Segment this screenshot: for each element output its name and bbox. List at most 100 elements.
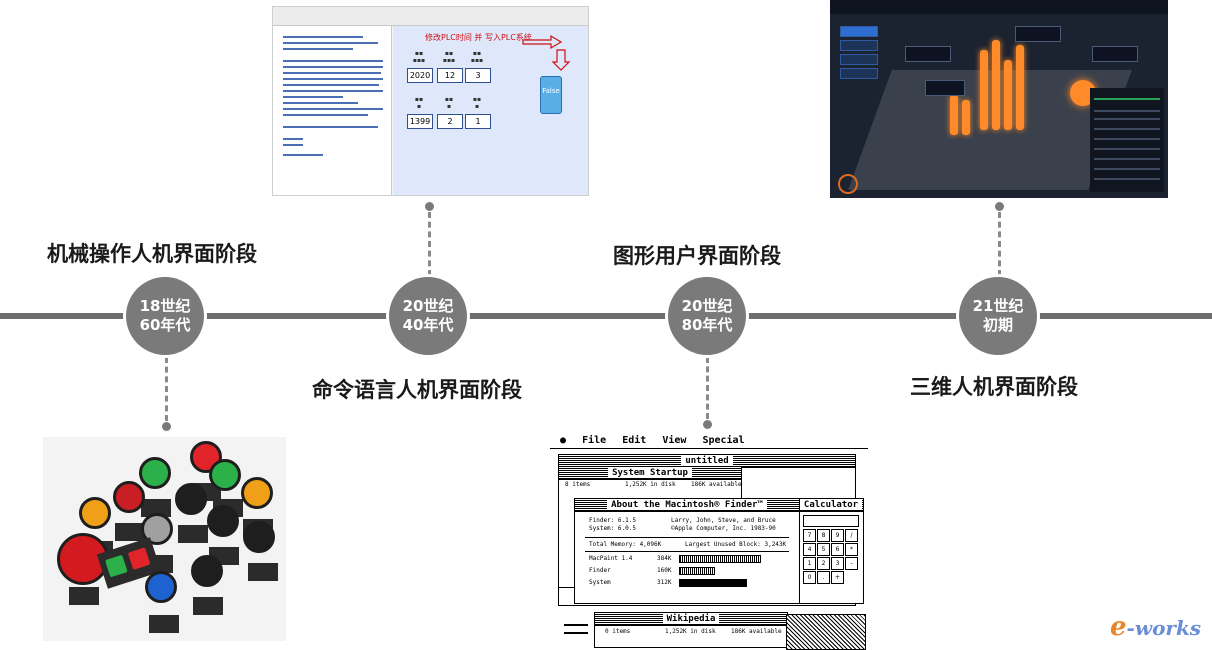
desktop-pattern — [786, 614, 866, 650]
hmi-panel: 修改PLC时间 并 写入PLC系统 ▪▪▪▪▪ ▪▪▪▪▪ ▪▪▪▪▪ 2020… — [393, 26, 588, 195]
black-button — [243, 521, 275, 553]
largest-block: Largest Unused Block: 3,243K — [685, 541, 787, 548]
logo-e: e — [1110, 612, 1127, 642]
menu-view: View — [662, 435, 687, 446]
value-box: 12 — [437, 68, 463, 83]
app-size: 384K — [657, 555, 672, 562]
tower-shape — [1016, 45, 1024, 130]
stage-label-gui: 图形用户界面阶段 — [613, 244, 781, 268]
3d-data-table — [1090, 88, 1164, 192]
stage-label-mechanical: 机械操作人机界面阶段 — [47, 242, 257, 266]
info-text: 1,252K in disk — [665, 628, 716, 635]
node-line1: 18世纪 — [139, 297, 191, 315]
black-button — [191, 555, 223, 587]
connector-line — [998, 212, 1001, 276]
connector-dot — [703, 420, 712, 429]
black-button — [207, 505, 239, 537]
3d-tag — [925, 80, 965, 96]
3d-menu-item — [840, 54, 878, 65]
3d-tag — [905, 46, 951, 62]
memory-bar — [679, 555, 761, 563]
apple-icon: ● — [560, 435, 567, 446]
window-title: About the Macintosh® Finder™ — [607, 500, 767, 510]
blue-button — [145, 571, 177, 603]
connector-line — [706, 357, 709, 419]
logo-text: -works — [1126, 616, 1202, 640]
credits: Larry, John, Steve, and Bruce — [671, 517, 776, 524]
stage-label-command: 命令语言人机界面阶段 — [312, 378, 522, 402]
window-title: untitled — [681, 456, 733, 466]
3d-top-bar — [830, 0, 1168, 14]
window-calculator: Calculator 7 8 9 / 4 5 6 * 1 2 3 - 0 . + — [798, 498, 864, 604]
timeline-axis — [0, 313, 1212, 319]
copyright: ©Apple Computer, Inc. 1983-90 — [671, 525, 776, 532]
node-line1: 20世纪 — [681, 297, 733, 315]
3d-menu-item — [840, 40, 878, 51]
info-text: 186K available — [691, 481, 742, 488]
mac-menu-bar: ● File Edit View Special — [550, 434, 868, 449]
connector-line — [428, 212, 431, 276]
value-box: 1399 — [407, 114, 433, 129]
window-title: Calculator — [799, 500, 863, 510]
tower-shape — [992, 40, 1000, 130]
eworks-logo: e-works — [1110, 612, 1201, 642]
window-title: Wikipedia — [662, 614, 720, 624]
node-line1: 21世纪 — [972, 297, 1024, 315]
value-box: 1 — [465, 114, 491, 129]
app-name: Finder — [589, 567, 611, 574]
app-name: MacPaint 1.4 — [589, 555, 633, 562]
menu-edit: Edit — [622, 435, 647, 446]
timeline-node-20c-80s: 20世纪 80年代 — [668, 277, 746, 355]
tower-shape — [1004, 60, 1012, 130]
node-line1: 20世纪 — [402, 297, 454, 315]
red-button — [113, 481, 145, 513]
connector-dot — [425, 202, 434, 211]
compass-icon — [838, 174, 858, 194]
node-line2: 初期 — [982, 316, 1013, 334]
ide-toolbar — [273, 7, 588, 26]
memory-bar — [679, 579, 747, 587]
app-name: System — [589, 579, 611, 586]
menu-special: Special — [702, 435, 745, 446]
info-text: 186K available — [731, 628, 782, 635]
timeline-node-20c-40s: 20世纪 40年代 — [389, 277, 467, 355]
macintosh-gui-screenshot: ● File Edit View Special untitled System… — [550, 434, 868, 650]
info-text: 0 items — [605, 628, 631, 635]
timeline-node-21c: 21世纪 初期 — [959, 277, 1037, 355]
total-memory: Total Memory: 4,096K — [589, 541, 662, 548]
code-editor — [273, 26, 392, 195]
yellow-button — [79, 497, 111, 529]
timeline-node-18c: 18世纪 60年代 — [126, 277, 204, 355]
3d-menu-item — [840, 26, 878, 37]
system-version: System: 6.0.5 — [589, 525, 636, 532]
mechanical-buttons-photo — [43, 437, 286, 641]
value-box: 2 — [437, 114, 463, 129]
arrow-icon — [522, 34, 571, 71]
3d-interface-screenshot — [830, 0, 1168, 198]
3d-tag — [1015, 26, 1061, 42]
node-line2: 80年代 — [681, 316, 733, 334]
memory-bar — [679, 567, 715, 575]
3d-tag — [1092, 46, 1138, 62]
yellow-button — [241, 477, 273, 509]
info-text: 8 items — [565, 481, 591, 488]
connector-line — [165, 357, 168, 421]
connector-dot — [162, 422, 171, 431]
stage-label-3d: 三维人机界面阶段 — [910, 375, 1078, 399]
value-box: 3 — [465, 68, 491, 83]
tower-shape — [980, 50, 988, 130]
info-text: 1,252K in disk — [625, 481, 676, 488]
3d-menu-item — [840, 68, 878, 79]
connector-dot — [995, 202, 1004, 211]
tower-shape — [962, 100, 970, 135]
selector-switch — [175, 483, 207, 515]
tower-shape — [950, 95, 958, 135]
window-wikipedia: Wikipedia 0 items 1,252K in disk 186K av… — [594, 612, 788, 648]
value-box: 2020 — [407, 68, 433, 83]
window-title: System Startup — [608, 468, 692, 478]
green-button — [209, 459, 241, 491]
node-line2: 60年代 — [139, 316, 191, 334]
annotation-text: 修改PLC时间 并 写入PLC系统 — [425, 33, 532, 42]
menu-file: File — [582, 435, 607, 446]
app-size: 160K — [657, 567, 672, 574]
